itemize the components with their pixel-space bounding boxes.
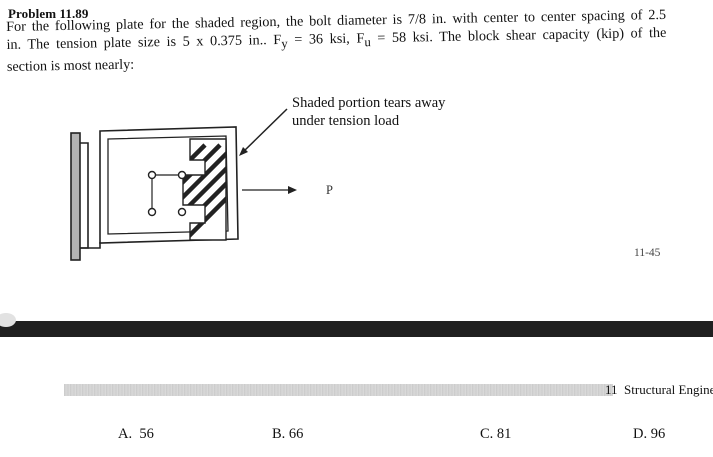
choice-letter: D. (633, 426, 648, 442)
problem-line-2-start: in. The tension plate size is 5 x 0.375 … (6, 31, 282, 53)
problem-statement: For the following plate for the shaded r… (6, 6, 672, 76)
shaded-block-outline (182, 138, 227, 241)
problem-title: Problem 11.89 (8, 6, 89, 21)
choice-c[interactable]: C. 81 (480, 426, 511, 443)
force-label: P (326, 183, 333, 197)
choice-value: 96 (650, 426, 666, 442)
plate-diagram (70, 108, 297, 261)
footer-chapter: 11 Structural Engine (605, 382, 713, 398)
choice-value: 66 (288, 426, 304, 442)
shaded-label-line-1: Shaded portion tears away (292, 95, 446, 111)
choice-value: 56 (139, 426, 154, 442)
bolt-hole (177, 170, 187, 180)
bolt-hole (177, 207, 187, 217)
tension-plate-inner (107, 135, 229, 235)
problem-line-2-mid: = 36 ksi, F (287, 30, 365, 48)
choice-a[interactable]: A. 56 (118, 426, 154, 443)
choice-letter: A. (118, 426, 133, 442)
force-arrowhead (288, 186, 297, 194)
support-bar (70, 132, 81, 261)
choice-d[interactable]: D. 96 (633, 426, 665, 443)
choice-letter: B. (272, 426, 286, 442)
choice-letter: C. (480, 426, 494, 442)
footer-strip (64, 384, 613, 396)
shaded-label-line-2: under tension load (292, 113, 400, 129)
bolt-hole (147, 170, 157, 180)
bolt-hole (147, 207, 157, 217)
leader-arrowhead (239, 147, 248, 156)
gusset-plate (80, 142, 89, 249)
shaded-portion-label: Shaded portion tears away under tension … (292, 94, 445, 130)
chapter-title: Structural Engine (624, 382, 713, 397)
gusset-plate-bottom (80, 242, 101, 249)
choice-value: 81 (496, 426, 512, 442)
leader-line (242, 108, 288, 153)
page-divider-band (0, 313, 713, 337)
page-curl (0, 313, 16, 327)
tension-plate (99, 126, 239, 244)
problem-line-2-end: = 58 ksi. The block shear capacity (kip)… (370, 24, 667, 47)
chapter-number: 11 (605, 382, 618, 397)
choice-b[interactable]: B. 66 (272, 426, 303, 443)
page-code: 11-45 (634, 247, 661, 259)
